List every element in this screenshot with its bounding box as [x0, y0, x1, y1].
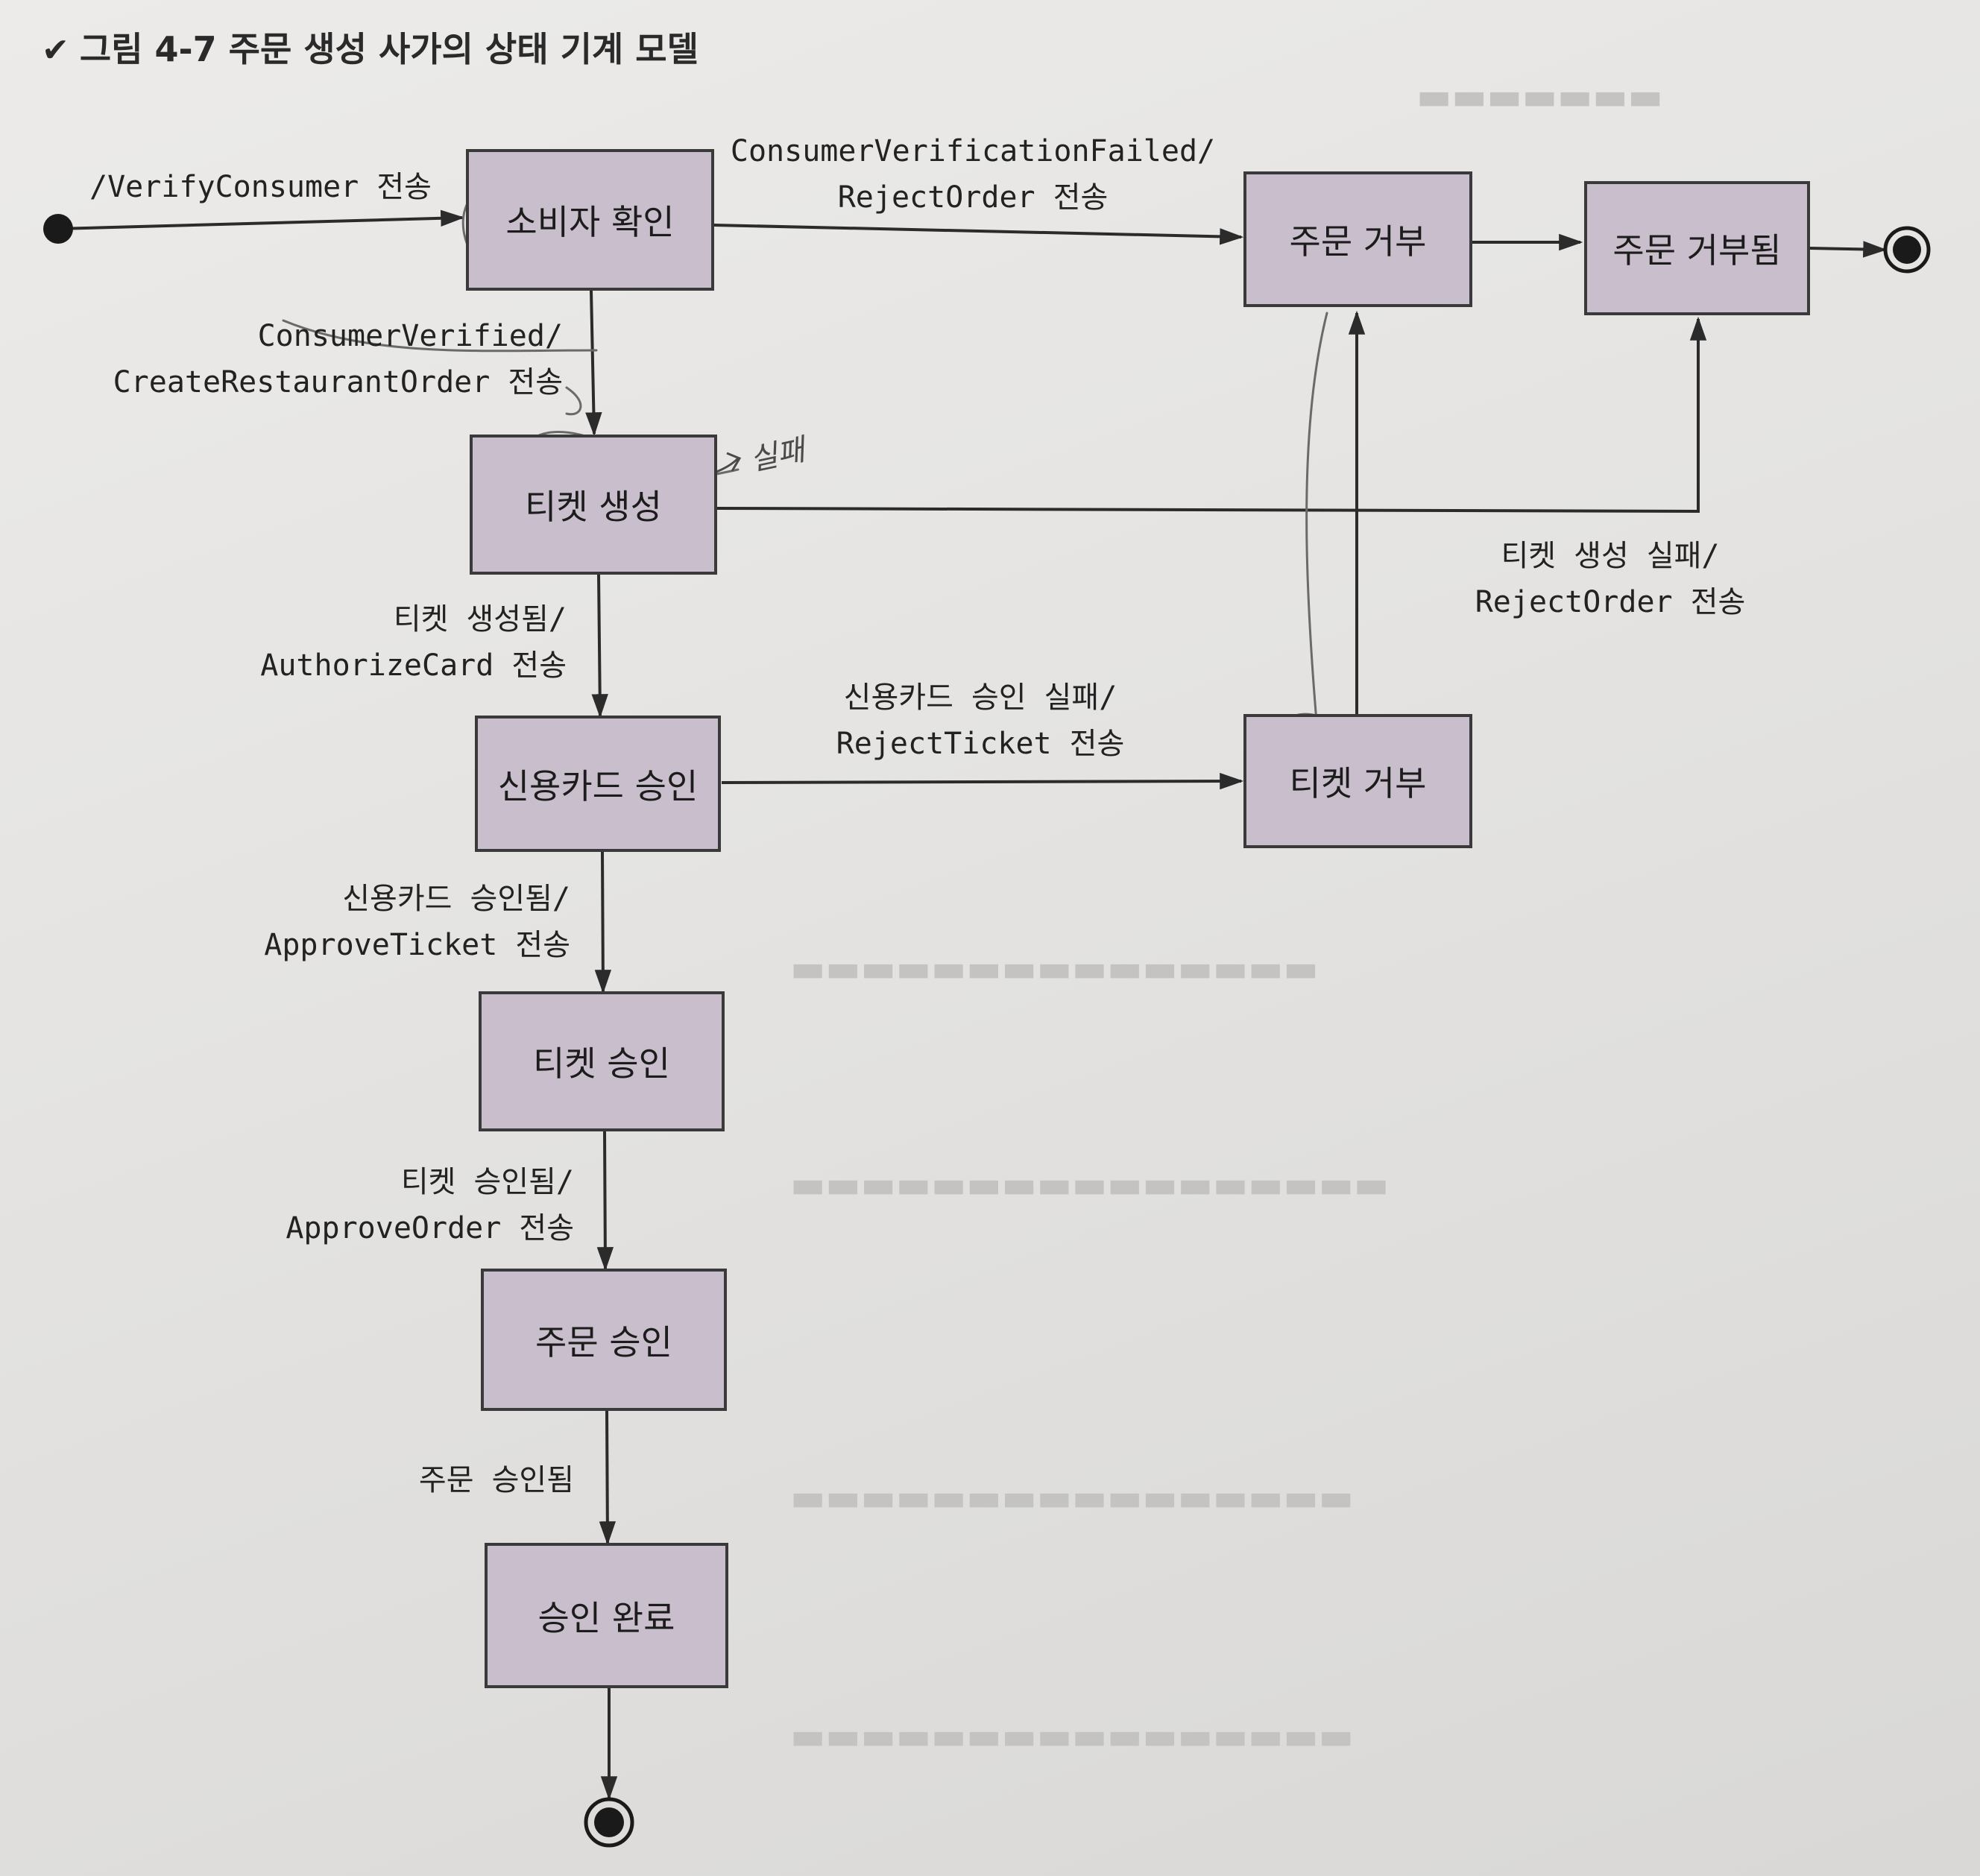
- chevron-down-icon: ✔: [42, 31, 69, 69]
- label-line: AuthorizeCard 전송: [260, 648, 567, 683]
- label-line: ApproveTicket 전송: [264, 928, 570, 962]
- arrow-verify-to-order-reject: [713, 224, 1244, 245]
- print-through-texture: ▬▬▬▬▬▬▬▬▬▬▬▬▬▬▬▬: [790, 1714, 1354, 1757]
- print-through-texture: ▬▬▬▬▬▬▬: [1416, 75, 1663, 118]
- label-card-failed: 신용카드 승인 실패/ RejectTicket 전송: [813, 675, 1148, 767]
- arrow-card-authorize-to-ticket-reject: [721, 772, 1244, 790]
- label-line: 신용카드 승인 실패/: [843, 680, 1117, 715]
- final-state-right: [1883, 226, 1931, 274]
- arrow-order-approve-to-approval-complete: [599, 1410, 617, 1546]
- state-ticket-approve: 티켓 승인: [479, 991, 725, 1131]
- label-card-approved: 신용카드 승인됨/ ApproveTicket 전송: [186, 876, 570, 968]
- final-state-bottom: [584, 1797, 634, 1848]
- arrow-verify-to-ticket-create: [585, 290, 602, 437]
- label-verify-consumer: /VerifyConsumer 전송: [89, 170, 432, 204]
- state-consumer-verify: 소비자 확인: [466, 149, 714, 291]
- state-approval-complete: 승인 완료: [485, 1543, 728, 1688]
- arrow-ticket-create-failed-to-order-rejected: [716, 316, 1707, 514]
- label-line: 티켓 생성 실패/: [1501, 539, 1720, 573]
- state-order-rejected: 주문 거부됨: [1584, 181, 1810, 315]
- label-line: CreateRestaurantOrder 전송: [113, 365, 563, 399]
- arrow-card-authorize-to-ticket-approve: [594, 850, 612, 994]
- initial-state-dot: [43, 214, 73, 244]
- label-line: ConsumerVerificationFailed/: [730, 134, 1216, 168]
- print-through-texture: ▬▬▬▬▬▬▬▬▬▬▬▬▬▬▬: [790, 947, 1319, 990]
- state-card-authorize: 신용카드 승인: [475, 716, 721, 852]
- label-line: RejectOrder 전송: [837, 180, 1109, 215]
- label-consumer-verified: ConsumerVerified/ CreateRestaurantOrder …: [75, 313, 563, 405]
- state-order-reject: 주문 거부: [1243, 171, 1472, 307]
- label-ticket-create-failed: 티켓 생성 실패/ RejectOrder 전송: [1439, 533, 1782, 625]
- print-through-texture: ▬▬▬▬▬▬▬▬▬▬▬▬▬▬▬▬: [790, 1476, 1354, 1519]
- label-line: ApproveOrder 전송: [286, 1211, 574, 1245]
- label-line: 티켓 생성됨/: [393, 602, 567, 637]
- handwritten-arrow-tip: [726, 452, 742, 472]
- arrow-order-rejected-to-end: [1809, 241, 1888, 258]
- label-line: 신용카드 승인됨/: [342, 882, 570, 916]
- figure-title-text: 그림 4-7 주문 생성 사가의 상태 기계 모델: [79, 29, 699, 69]
- label-line: RejectTicket 전송: [836, 727, 1125, 761]
- state-ticket-reject: 티켓 거부: [1243, 714, 1472, 848]
- arrow-start-to-consumer-verify: [57, 209, 465, 230]
- label-line: 티켓 승인됨/: [400, 1165, 574, 1199]
- label-order-approved: 주문 승인됨: [418, 1463, 574, 1497]
- label-ticket-approved: 티켓 승인됨/ ApproveOrder 전송: [224, 1159, 574, 1251]
- final-state-right-core: [1893, 236, 1921, 264]
- print-through-texture: ▬▬▬▬▬▬▬▬▬▬▬▬▬▬▬▬▬: [790, 1163, 1390, 1206]
- state-order-approve: 주문 승인: [481, 1269, 727, 1411]
- label-line: RejectOrder 전송: [1475, 585, 1746, 619]
- label-consumer-verification-failed: ConsumerVerificationFailed/ RejectOrder …: [727, 128, 1219, 221]
- arrow-ticket-create-to-card-authorize: [591, 573, 608, 718]
- figure-title: ✔ 그림 4-7 주문 생성 사가의 상태 기계 모델: [42, 22, 699, 72]
- state-ticket-create: 티켓 생성: [470, 435, 717, 575]
- label-ticket-created: 티켓 생성됨/ AuthorizeCard 전송: [186, 596, 567, 689]
- final-state-bottom-core: [594, 1807, 624, 1837]
- label-line: ConsumerVerified/: [257, 319, 563, 353]
